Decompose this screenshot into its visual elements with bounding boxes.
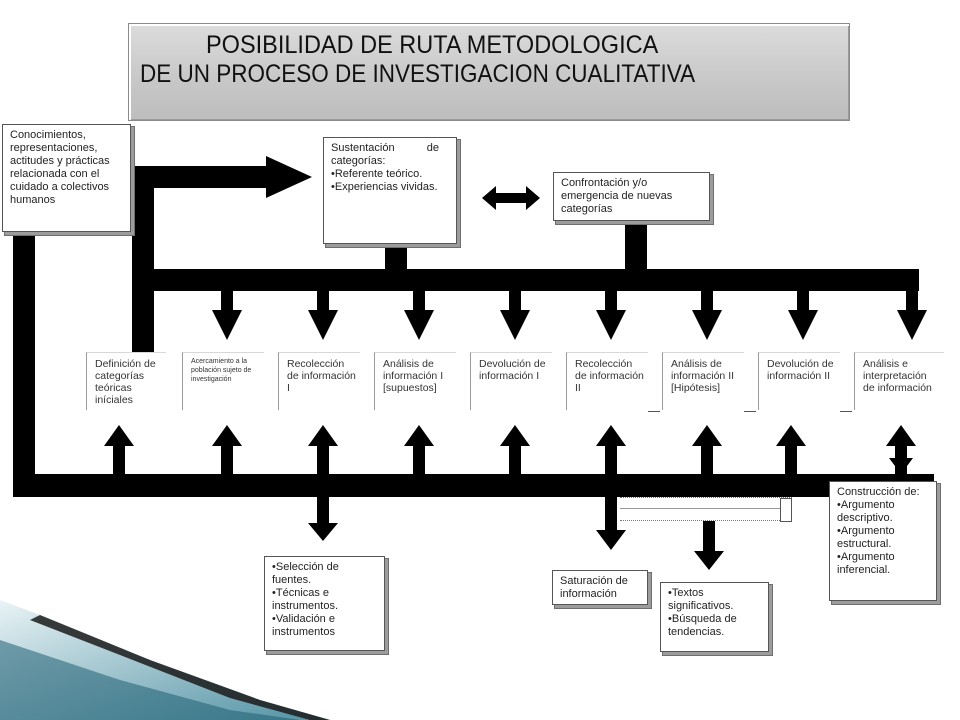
sustentacion-box: Sustentación de categorías: Referente te… (323, 137, 457, 244)
stage-box: Análisis e interpretación de información (854, 352, 944, 410)
seleccion-box: Selección de fuentes. Técnicas e instrum… (264, 556, 385, 651)
textos-box: Textos significativos. Búsqueda de tende… (660, 582, 769, 652)
saturacion-box: Saturación de información (552, 570, 648, 605)
decorative-sweep-dark (0, 640, 300, 720)
stage-box: Definición de categorías teóricas inícia… (86, 352, 166, 410)
down-arrow-head (500, 310, 530, 340)
up-arrow-head (308, 425, 338, 446)
sustentacion-item: Referente teórico. (331, 168, 450, 181)
decorative-sweep-edge (30, 615, 330, 720)
left-vertical-bar (13, 229, 35, 497)
up-arrow-head (104, 425, 134, 446)
upper-horizontal-bar (132, 269, 919, 291)
up-arrow-shaft (701, 444, 713, 476)
up-arrow-head (596, 425, 626, 446)
down-arrow-head (692, 310, 722, 340)
stage-box: Recolección de información II (566, 352, 648, 410)
construccion-box: Construcción de: Argumento descriptivo. … (829, 481, 937, 601)
up-arrows (104, 425, 916, 476)
confrontacion-connector (625, 219, 647, 271)
up-arrow-shaft (509, 444, 521, 476)
construccion-item: Argumento descriptivo. (837, 499, 930, 525)
down-arrow-shaft (701, 290, 713, 312)
down-arrow-saturacion (596, 497, 626, 550)
down-arrow-shaft (509, 290, 521, 312)
down-arrows (212, 290, 927, 340)
down-arrow-shaft (221, 290, 233, 312)
up-arrow-shaft (413, 444, 425, 476)
stage-box: Acercamiento a la población sujeto de in… (182, 352, 264, 410)
up-arrow-head (212, 425, 242, 446)
seleccion-item: Técnicas e instrumentos. (272, 587, 378, 613)
textos-item: Búsqueda de tendencias. (668, 613, 762, 639)
stage-box: Devolución de información I (470, 352, 552, 410)
down-arrow-head (596, 310, 626, 340)
stage-box: Análisis de información II [Hipótesis] (662, 352, 744, 410)
down-arrow-head (404, 310, 434, 340)
seleccion-item: Selección de fuentes. (272, 561, 378, 587)
title-line-2: DE UN PROCESO DE INVESTIGACION CUALITATI… (140, 60, 696, 88)
inner-vertical-bar (132, 166, 154, 352)
up-arrow-head (500, 425, 530, 446)
confrontacion-text: Confrontación y/o emergencia de nuevas c… (561, 177, 673, 215)
up-arrow-head (886, 425, 916, 446)
down-arrow-shaft (413, 290, 425, 312)
conocimientos-text: Conocimientos, representaciones, actitud… (10, 129, 110, 206)
dotted-strip (620, 497, 792, 522)
right-notch (889, 458, 913, 474)
construccion-item: Argumento estructural. (837, 525, 930, 551)
down-arrow-shaft (906, 290, 918, 312)
up-arrow-shaft (113, 444, 125, 476)
title-box (128, 23, 850, 121)
down-arrow-shaft (797, 290, 809, 312)
double-arrow (482, 186, 540, 210)
title-line-1: POSIBILIDAD DE RUTA METODOLOGICA (206, 31, 659, 59)
up-arrow-head (776, 425, 806, 446)
saturacion-text: Saturación de información (560, 575, 628, 600)
conocimientos-box: Conocimientos, representaciones, actitud… (2, 124, 131, 232)
top-arrow-shaft (132, 166, 270, 188)
stage-box: Devolución de información II (758, 352, 840, 410)
stage-divider (648, 411, 660, 412)
textos-item: Textos significativos. (668, 587, 762, 613)
seleccion-item: Validación e instrumentos (272, 613, 378, 639)
stage-divider (744, 411, 756, 412)
down-arrow-head (788, 310, 818, 340)
down-arrow-head (212, 310, 242, 340)
up-arrow-shaft (221, 444, 233, 476)
stage-divider (840, 411, 852, 412)
down-arrow-shaft (317, 290, 329, 312)
up-arrow-shaft (605, 444, 617, 476)
up-arrow-shaft (785, 444, 797, 476)
down-arrow-head (308, 310, 338, 340)
up-arrow-head (692, 425, 722, 446)
bottom-horizontal-bar (13, 474, 934, 497)
stage-box: Análisis de información I [supuestos] (374, 352, 456, 410)
top-arrow-head (266, 156, 312, 198)
sustentacion-heading: Sustentación de categorías: (331, 142, 439, 167)
sustentacion-connector (385, 243, 407, 273)
down-arrow-shaft (605, 290, 617, 312)
construccion-item: Argumento inferencial. (837, 551, 930, 577)
construccion-heading: Construcción de: (837, 486, 920, 498)
stage-box: Recolección de información I (278, 352, 360, 410)
sustentacion-item: Experiencias vividas. (331, 181, 450, 194)
down-arrow-head (897, 310, 927, 340)
up-arrow-shaft (317, 444, 329, 476)
confrontacion-box: Confrontación y/o emergencia de nuevas c… (553, 172, 710, 221)
up-arrow-head (404, 425, 434, 446)
down-arrow-seleccion (308, 497, 338, 541)
